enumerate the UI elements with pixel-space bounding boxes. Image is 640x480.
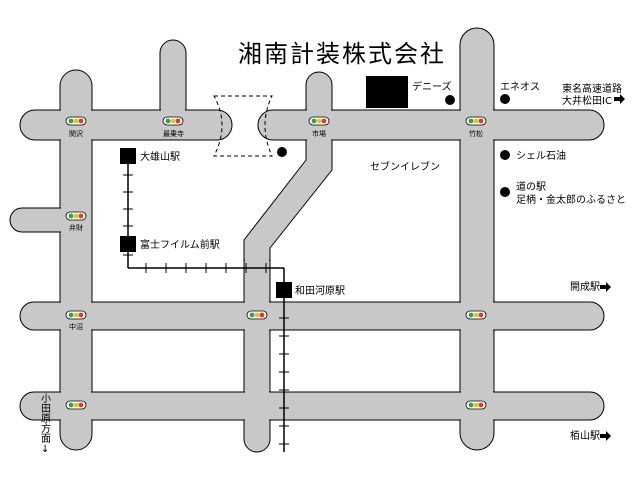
svg-text:↓: ↓ — [41, 444, 49, 455]
station-fuji-label: 富士フイルム前駅 — [140, 238, 220, 251]
michinoeki-label: 道の駅 — [516, 180, 546, 193]
shell-marker — [500, 150, 510, 160]
traffic-light-icon — [65, 400, 87, 410]
intersection-nakanuma-label: 中沼 — [69, 322, 83, 331]
svg-text:面: 面 — [41, 434, 51, 445]
traffic-light-icon — [465, 116, 487, 126]
svg-text:小: 小 — [41, 393, 51, 405]
company-title: 湘南計装株式会社 — [238, 40, 446, 68]
stations: 大雄山駅 富士フイルム前駅 和田河原駅 — [120, 148, 345, 298]
michinoeki-marker — [500, 187, 510, 197]
dennys-label: デニーズ — [412, 80, 452, 93]
intersection-benzai-label: 弁財 — [69, 223, 83, 232]
intersection-ichiba-label: 市場 — [312, 129, 326, 138]
seven-label: セブンイレブン — [370, 160, 440, 173]
arrow-right-icon — [614, 94, 625, 104]
traffic-light-icon — [162, 116, 184, 126]
svg-text:田: 田 — [41, 404, 51, 415]
seven-marker — [277, 147, 287, 157]
arrow-right-icon — [600, 282, 611, 292]
traffic-light-icon — [65, 116, 87, 126]
dennys-marker — [445, 95, 455, 105]
traffic-light-icon — [308, 116, 330, 126]
arrow-right-icon — [600, 431, 611, 441]
station-wadagahara-label: 和田河原駅 — [295, 285, 345, 297]
intersection-saijoji-label: 最乗寺 — [163, 129, 184, 138]
oimatsuda-label: 大井松田IC — [562, 94, 612, 107]
traffic-light-icon — [465, 310, 487, 320]
station-ohyama-marker — [120, 148, 136, 164]
traffic-light-icon — [65, 310, 87, 320]
kintaro-label: 足柄・金太郎のふるさと — [516, 193, 626, 206]
odawara-direction: 小 田 原 方 面 ↓ — [41, 393, 51, 455]
svg-text:原: 原 — [41, 413, 51, 425]
railway — [123, 158, 289, 452]
traffic-light-icon — [65, 211, 87, 221]
tsuruyama-label: 栢山駅 — [570, 429, 600, 442]
station-fuji-marker — [120, 236, 136, 252]
traffic-lights: 関沢 最乗寺 市場 竹松 弁財 中沼 — [65, 116, 487, 410]
directions: 東名高速道路 大井松田IC 開成駅 栢山駅 小 田 原 方 面 ↓ — [41, 82, 625, 455]
bridge — [213, 95, 273, 157]
tomei-label: 東名高速道路 — [562, 82, 622, 95]
kaisei-label: 開成駅 — [570, 281, 600, 293]
svg-text:方: 方 — [41, 422, 51, 435]
traffic-light-icon — [246, 310, 268, 320]
intersection-takematsu-label: 竹松 — [469, 129, 483, 138]
shell-label: シェル石油 — [516, 149, 566, 162]
eneos-label: エネオス — [500, 81, 540, 93]
company-building-marker — [366, 76, 408, 108]
eneos-marker — [500, 94, 510, 104]
station-wadagahara-marker — [276, 282, 292, 298]
traffic-light-icon — [465, 400, 487, 410]
landmarks: デニーズ エネオス セブンイレブン シェル石油 道の駅 足柄・金太郎のふるさと — [277, 80, 626, 206]
station-ohyama-label: 大雄山駅 — [140, 150, 180, 163]
intersection-sekisawa-label: 関沢 — [69, 129, 83, 138]
